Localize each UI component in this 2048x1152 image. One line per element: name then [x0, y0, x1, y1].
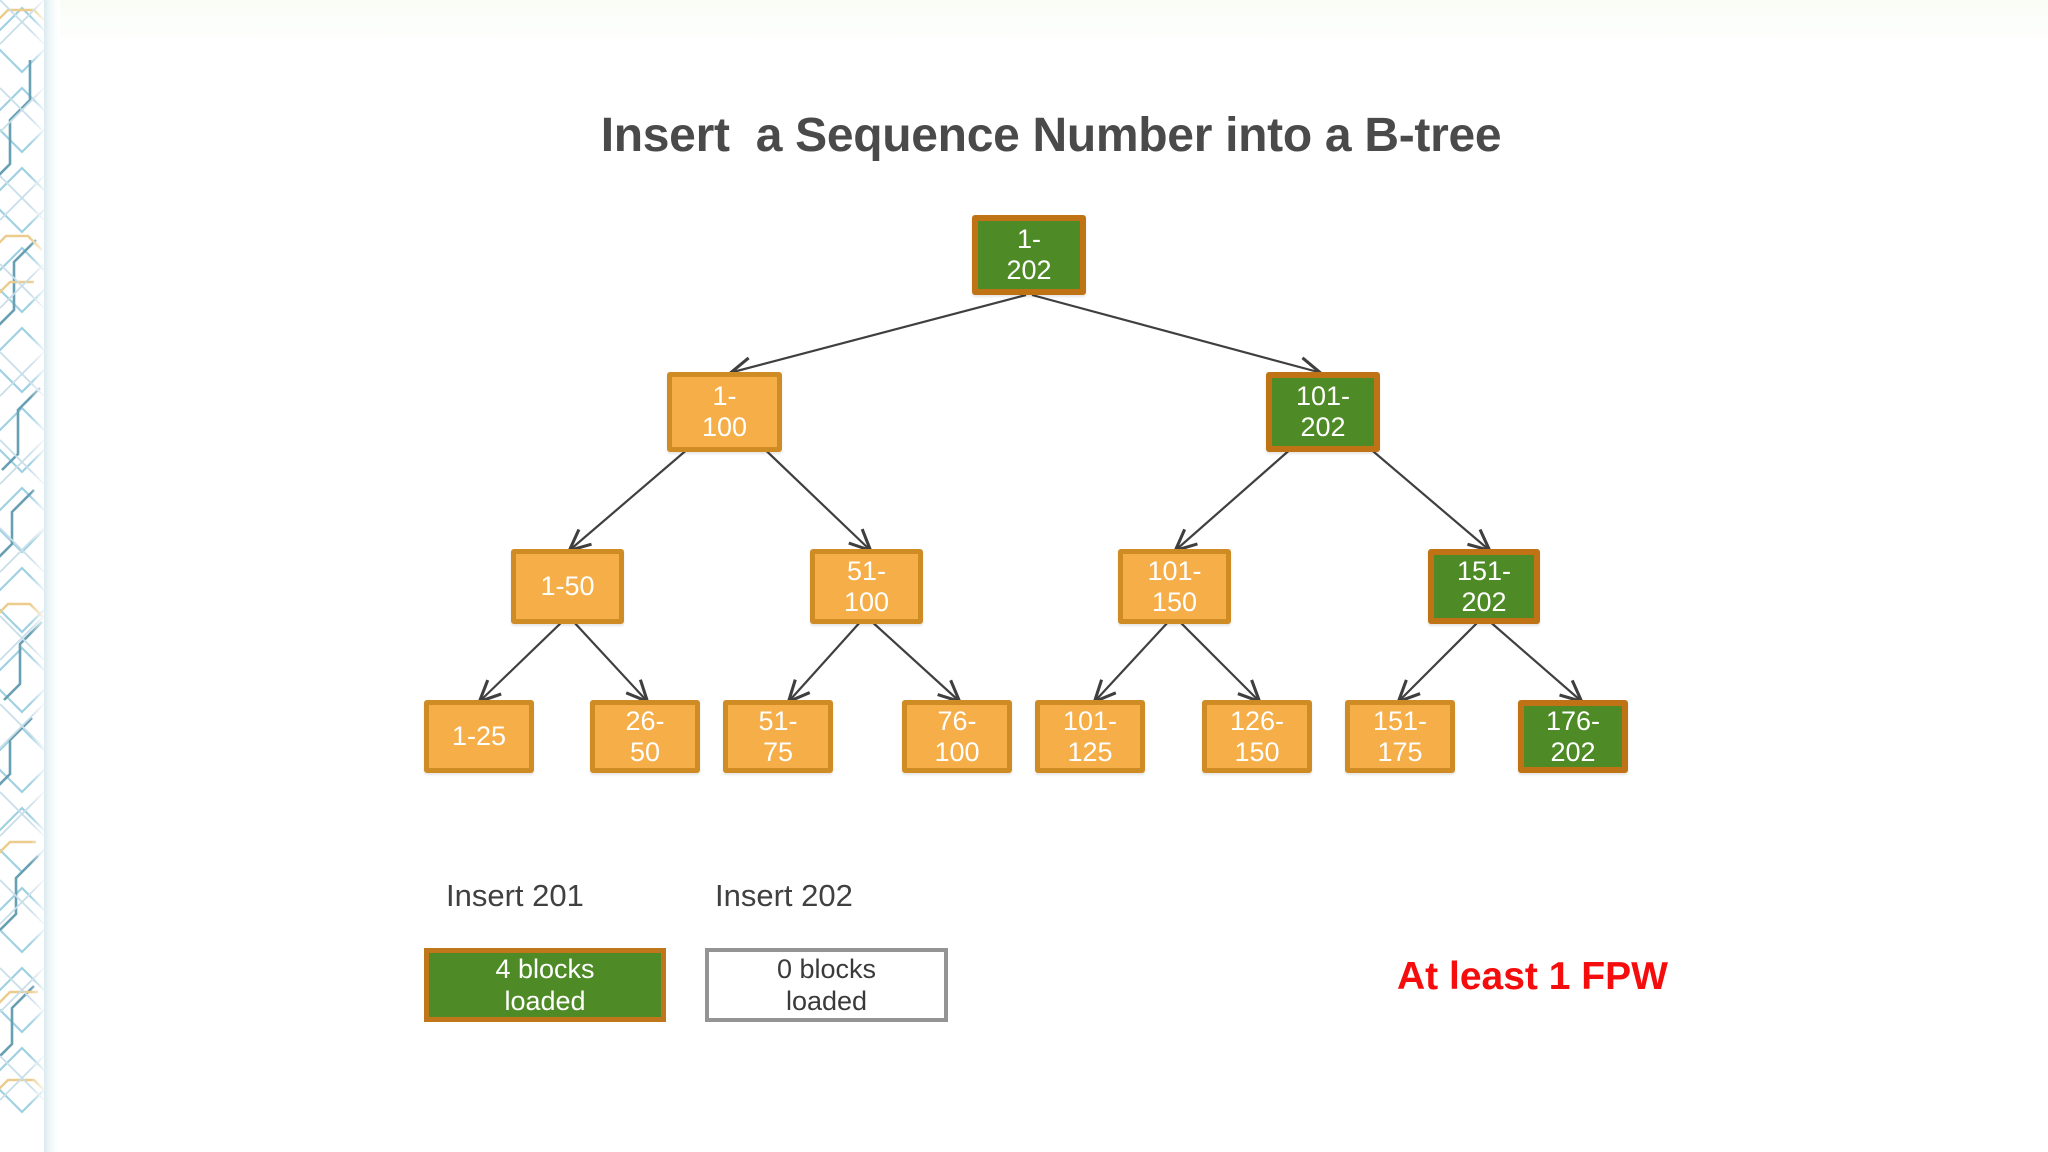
tree-node-l2-2[interactable]: 101- 150 [1118, 549, 1231, 624]
tree-node-l2-1[interactable]: 51- 100 [810, 549, 923, 624]
insert-202-blocks-box[interactable]: 0 blocks loaded [705, 948, 948, 1022]
fpw-note: At least 1 FPW [1397, 955, 1668, 998]
tree-leaf-7[interactable]: 176- 202 [1518, 700, 1628, 773]
tree-leaf-4[interactable]: 101- 125 [1035, 700, 1145, 773]
tree-node-l1-1[interactable]: 101- 202 [1266, 372, 1380, 452]
tree-leaf-5[interactable]: 126- 150 [1202, 700, 1312, 773]
top-gradient-wash [0, 0, 2048, 44]
left-decoration-edge-glow [44, 0, 58, 1152]
tree-node-l2-0[interactable]: 1-50 [511, 549, 624, 624]
insert-201-blocks-box[interactable]: 4 blocks loaded [424, 948, 666, 1022]
tree-leaf-0[interactable]: 1-25 [424, 700, 534, 773]
tree-leaf-2[interactable]: 51- 75 [723, 700, 833, 773]
tree-node-root[interactable]: 1- 202 [972, 215, 1086, 295]
tree-leaf-3[interactable]: 76- 100 [902, 700, 1012, 773]
page-title: Insert a Sequence Number into a B-tree [600, 109, 1502, 162]
insert-202-label: Insert 202 [715, 878, 853, 913]
tree-leaf-1[interactable]: 26- 50 [590, 700, 700, 773]
tree-leaf-6[interactable]: 151- 175 [1345, 700, 1455, 773]
insert-201-label: Insert 201 [446, 878, 584, 913]
left-decorative-circuit-pattern [0, 0, 44, 1152]
tree-node-l1-0[interactable]: 1- 100 [667, 372, 782, 452]
tree-node-l2-3[interactable]: 151- 202 [1428, 549, 1540, 624]
